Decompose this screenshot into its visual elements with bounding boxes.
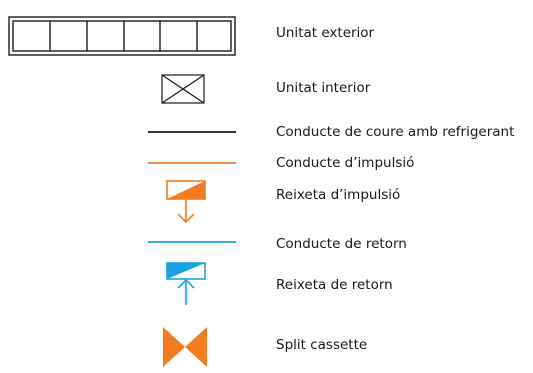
return-grille-label: Reixeta de retorn (276, 277, 393, 293)
split-cassette-label: Split cassette (276, 337, 368, 353)
copper-pipe-label: Conducte de coure amb refrigerant (276, 124, 515, 140)
indoor-unit-symbol (161, 74, 205, 104)
split-cassette-symbol (163, 327, 207, 367)
supply-grille-symbol (166, 180, 206, 224)
return-duct-line (148, 241, 236, 243)
supply-grille-label: Reixeta d’impulsió (276, 187, 401, 203)
indoor-unit-label: Unitat interior (276, 80, 371, 96)
supply-duct-line (148, 162, 236, 164)
return-grille-symbol (166, 262, 206, 305)
outdoor-unit-symbol (8, 16, 236, 56)
supply-duct-label: Conducte d’impulsió (276, 155, 415, 171)
outdoor-unit-label: Unitat exterior (276, 25, 375, 41)
return-duct-label: Conducte de retorn (276, 236, 407, 252)
copper-pipe-line (148, 131, 236, 133)
